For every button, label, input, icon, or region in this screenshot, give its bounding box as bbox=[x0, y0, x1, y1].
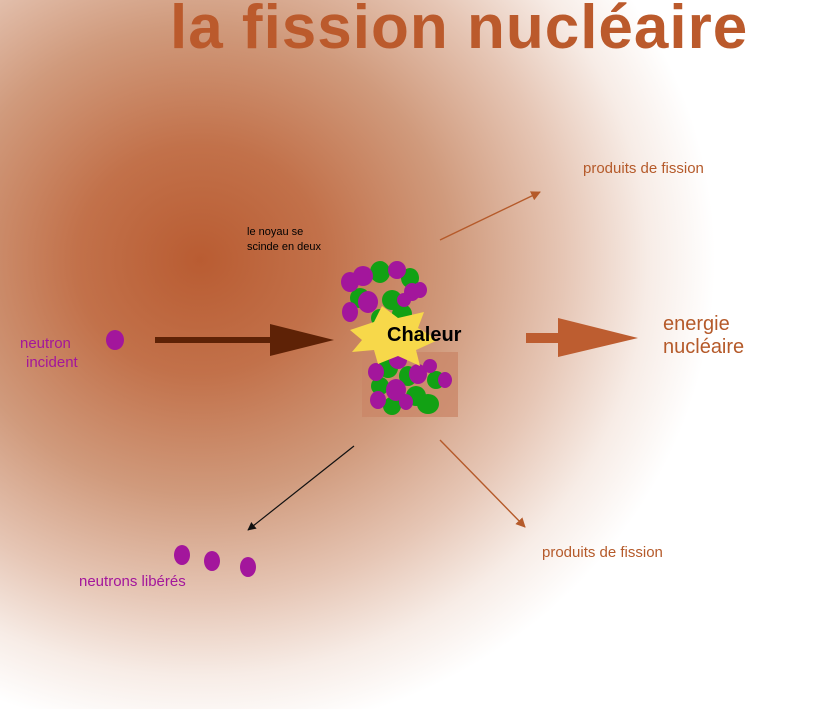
incident-neutron bbox=[106, 330, 124, 350]
incident-arrow bbox=[155, 324, 334, 356]
arrow-to-released-neutrons bbox=[247, 445, 355, 531]
released-neutrons bbox=[174, 545, 256, 577]
label-produits-top: produits de fission bbox=[583, 160, 704, 177]
arrow-to-products-top bbox=[439, 191, 541, 241]
label-neutron-incident: neutron incident bbox=[20, 335, 78, 371]
label-neutrons-liberes: neutrons libérés bbox=[79, 573, 186, 590]
label-chaleur: Chaleur bbox=[387, 324, 462, 346]
label-energie: energie nucléaire bbox=[663, 313, 745, 358]
energy-arrow bbox=[526, 318, 638, 357]
lower-nucleus-fragment bbox=[368, 351, 452, 415]
label-noyau: le noyau se scinde en deux bbox=[247, 226, 321, 253]
arrow-to-products-bottom bbox=[439, 439, 526, 528]
label-produits-bottom: produits de fission bbox=[542, 544, 663, 561]
page-title: la fission nucléaire bbox=[170, 0, 749, 62]
heat-star-icon bbox=[350, 306, 438, 366]
